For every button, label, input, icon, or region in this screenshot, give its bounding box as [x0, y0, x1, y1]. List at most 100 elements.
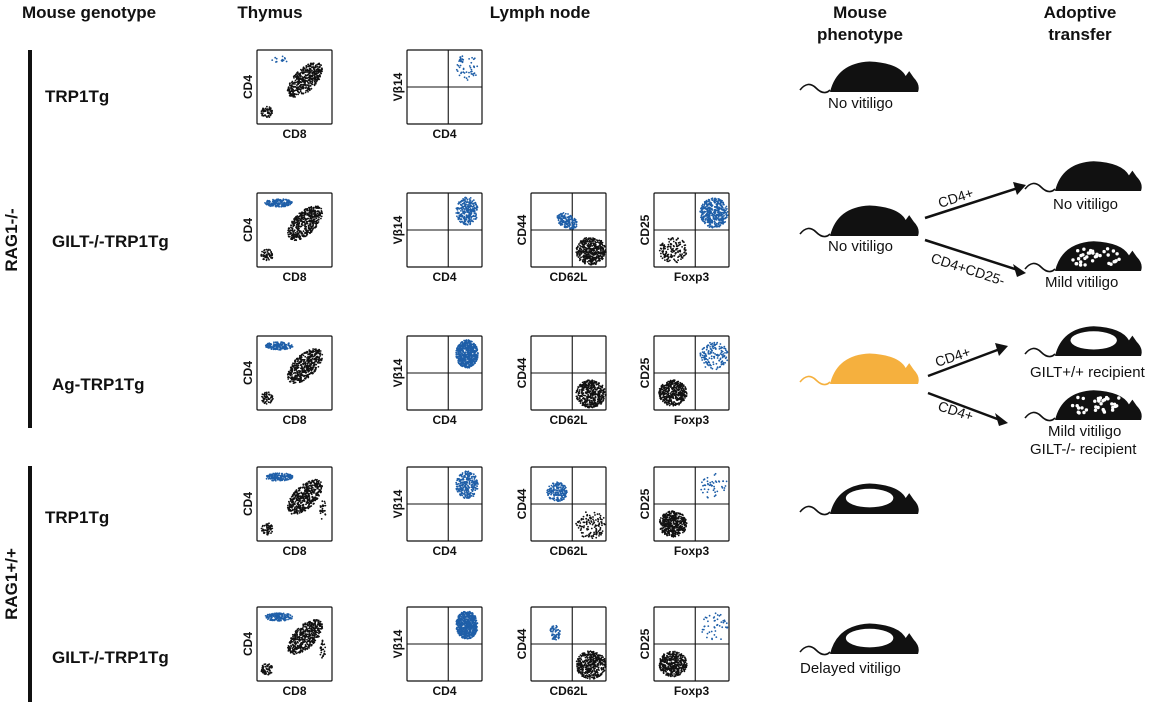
cd4-single-positive-dots [264, 341, 294, 351]
y-axis-label: CD44 [515, 214, 529, 245]
cd25-foxp3-plot [653, 335, 730, 411]
x-axis-label: Foxp3 [674, 413, 710, 427]
cd44-high-dots [546, 481, 568, 502]
double-negative-dots [260, 522, 274, 536]
vitiligo-patch [1070, 331, 1117, 350]
x-axis-label: CD62L [549, 684, 587, 698]
y-axis-label: CD4 [241, 75, 255, 99]
y-axis-label: CD4 [241, 632, 255, 656]
cd4-single-positive-dots [265, 472, 294, 482]
thymus-plot [256, 335, 333, 411]
transfer-result-label: GILT-/- recipient [1030, 441, 1137, 458]
conventional-dots [658, 510, 688, 538]
double-positive-dots [286, 478, 323, 515]
y-axis-label: Vβ14 [391, 489, 405, 518]
header-lymph-node: Lymph node [490, 3, 590, 22]
y-axis-label: Vβ14 [391, 629, 405, 658]
plots-and-mice: CD8CD4CD4Vβ14CD8CD4CD4Vβ14CD62LCD44Foxp3… [241, 49, 1142, 698]
y-axis-label: CD25 [638, 214, 652, 245]
x-axis-label: CD8 [282, 270, 306, 284]
mouse-icon [799, 623, 919, 656]
header-phenotype-line2: phenotype [817, 25, 903, 44]
mouse-body [830, 61, 919, 92]
mouse-icon [799, 353, 919, 386]
transfer-arrow [927, 391, 1001, 422]
x-axis-label: CD8 [282, 684, 306, 698]
vbeta14-cd4-plot [406, 49, 483, 125]
x-axis-label: CD4 [432, 270, 456, 284]
mouse-body [1055, 390, 1142, 420]
recipient-mouse-icon [1024, 241, 1142, 273]
genotype-label: TRP1Tg [45, 87, 109, 106]
vbeta14-cd4-plot [406, 192, 483, 268]
treg-dots [699, 341, 729, 371]
recipient-mouse-icon [1024, 161, 1142, 193]
vbeta14-positive-dots [455, 55, 479, 81]
transfer-arrowhead [1013, 182, 1026, 195]
transfer-arrow-label: CD4+ [936, 398, 975, 424]
mouse-body [1055, 241, 1142, 271]
x-axis-label: CD62L [549, 270, 587, 284]
thymus-plot [256, 466, 333, 542]
double-negative-dots [260, 105, 273, 118]
treg-dots [700, 472, 728, 499]
recipient-mouse-icon [1024, 390, 1142, 422]
cd8-single-positive-dots [319, 639, 327, 659]
double-negative-dots [260, 663, 273, 676]
mouse-body [830, 205, 919, 236]
cd62l-high-dots [575, 237, 607, 266]
conventional-dots [658, 237, 688, 264]
transfer-result-label: No vitiligo [1053, 196, 1118, 213]
vbeta14-positive-dots [455, 610, 479, 640]
thymus-plot [256, 49, 333, 125]
cd25-foxp3-plot [653, 466, 730, 542]
x-axis-label: CD62L [549, 413, 587, 427]
header-transfer-line1: Adoptive [1044, 3, 1117, 22]
cd4-single-positive-dots [264, 198, 293, 208]
treg-dots [701, 612, 729, 641]
cd4-single-positive-dots [271, 55, 288, 63]
double-positive-dots [287, 619, 324, 655]
y-axis-label: CD44 [515, 488, 529, 519]
transfer-arrow [924, 238, 1019, 272]
vitiligo-patch [845, 488, 894, 508]
cd44-cd62l-plot [530, 192, 607, 268]
conventional-dots [658, 379, 688, 407]
vbeta14-cd4-plot [406, 606, 483, 682]
y-axis-label: Vβ14 [391, 72, 405, 101]
y-axis-label: CD4 [241, 492, 255, 516]
phenotype-label: No vitiligo [828, 238, 893, 255]
transfer-arrowhead [1013, 264, 1026, 277]
phenotype-label: Delayed vitiligo [800, 660, 901, 677]
cd44-high-dots [556, 212, 578, 230]
y-axis-label: CD25 [638, 628, 652, 659]
group-label-rag-ko: RAG1-/- [2, 208, 21, 271]
transfer-arrowhead [995, 413, 1008, 426]
double-negative-dots [261, 391, 274, 405]
y-axis-label: Vβ14 [391, 358, 405, 387]
vbeta14-positive-dots [455, 196, 479, 226]
conventional-dots [658, 650, 688, 678]
transfer-arrow [924, 186, 1019, 220]
cd25-foxp3-plot [653, 606, 730, 682]
header-thymus: Thymus [237, 3, 302, 22]
transfer-result-label: GILT+/+ recipient [1030, 364, 1146, 381]
header-genotype: Mouse genotype [22, 3, 156, 22]
thymus-plot [256, 192, 333, 268]
double-positive-dots [287, 205, 324, 242]
x-axis-label: Foxp3 [674, 544, 710, 558]
mouse-body [830, 353, 919, 384]
x-axis-label: CD4 [432, 544, 456, 558]
double-positive-dots [286, 348, 324, 384]
y-axis-label: CD25 [638, 357, 652, 388]
transfer-arrow [927, 347, 1001, 378]
x-axis-label: CD4 [432, 127, 456, 141]
double-positive-dots [286, 62, 323, 98]
y-axis-label: CD4 [241, 218, 255, 242]
cd4-single-positive-dots [264, 612, 294, 622]
group-label-rag-wt: RAG1+/+ [2, 548, 21, 620]
x-axis-label: Foxp3 [674, 270, 710, 284]
vbeta14-cd4-plot [406, 466, 483, 542]
cd8-single-positive-dots [319, 500, 327, 520]
cd62l-high-dots [575, 511, 606, 540]
